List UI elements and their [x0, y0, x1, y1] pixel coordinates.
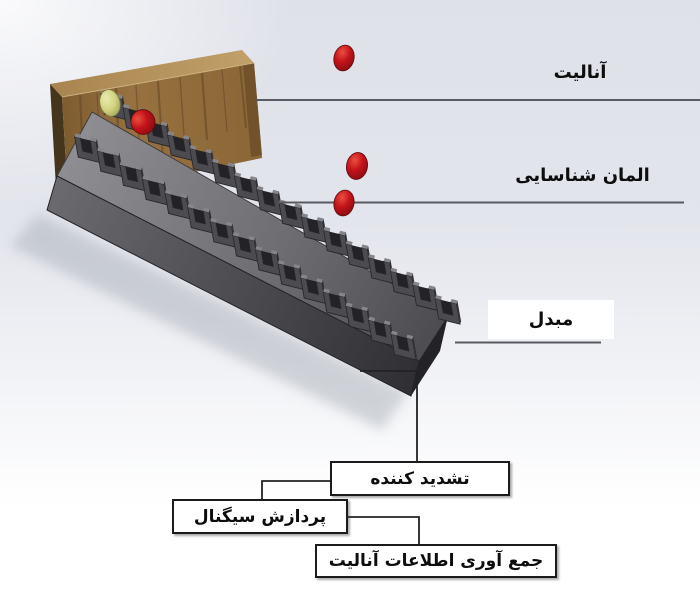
- particle-red-3: [333, 189, 355, 217]
- flow-box-signal-processing: پردازش سیگنال: [172, 499, 348, 534]
- particle-yellow-bound: [99, 89, 121, 117]
- sensor-chip: [46, 111, 449, 397]
- chip-shadow: [10, 214, 408, 430]
- flow-box-data-collection-label: جمع آوری اطلاعات آنالیت: [328, 551, 544, 571]
- connector-amplifier-to-signal: [261, 480, 330, 499]
- label-recognition-element: المان شناسایی: [515, 165, 650, 186]
- particle-red-1: [333, 44, 355, 72]
- particle-red-bound: [130, 109, 156, 135]
- label-transducer: مبدل: [528, 308, 574, 330]
- flow-box-data-collection: جمع آوری اطلاعات آنالیت: [315, 544, 557, 578]
- connector-signal-to-collect: [348, 516, 420, 544]
- particle-red-2: [345, 152, 369, 180]
- label-analyte: آنالیت: [553, 62, 607, 83]
- connector-chip-to-amplifier: [360, 370, 418, 461]
- flow-box-amplifier-label: تشدید کننده: [370, 468, 470, 489]
- transducer-label-box: مبدل: [488, 300, 614, 339]
- flow-box-amplifier: تشدید کننده: [330, 461, 510, 496]
- flow-box-signal-processing-label: پردازش سیگنال: [193, 506, 327, 527]
